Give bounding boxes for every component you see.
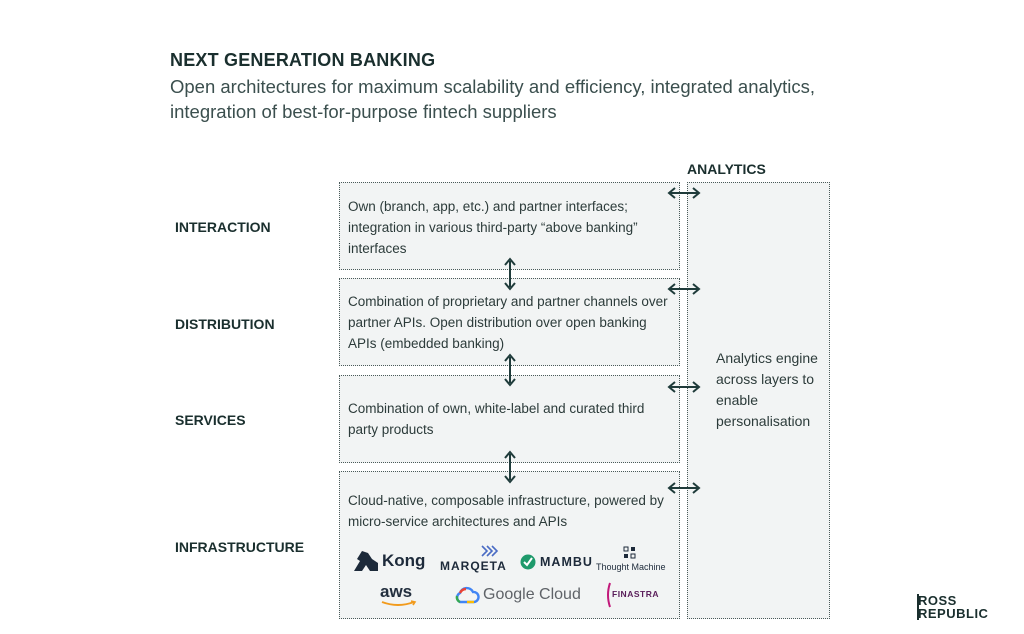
kong-icon bbox=[354, 551, 378, 571]
arrow-distribution-services-icon bbox=[504, 353, 516, 387]
arrow-services-analytics-icon bbox=[667, 381, 701, 393]
layer-label-distribution: DISTRIBUTION bbox=[175, 316, 275, 332]
aws-smile-icon bbox=[381, 600, 417, 606]
brand-line-2: REPUBLIC bbox=[918, 606, 989, 621]
thought-machine-icon bbox=[623, 546, 636, 559]
layer-label-interaction: INTERACTION bbox=[175, 219, 271, 235]
arrow-infrastructure-analytics-icon bbox=[667, 482, 701, 494]
finastra-wordmark: FINASTRA bbox=[612, 589, 659, 599]
layer-label-infrastructure: INFRASTRUCTURE bbox=[175, 539, 305, 555]
distribution-text: Combination of proprietary and partner c… bbox=[348, 294, 668, 351]
arrow-distribution-analytics-icon bbox=[667, 283, 701, 295]
page-title: NEXT GENERATION BANKING bbox=[170, 50, 436, 70]
brand-line-1: ROSS bbox=[918, 593, 957, 608]
interaction-text: Own (branch, app, etc.) and partner inte… bbox=[348, 199, 638, 256]
services-text: Combination of own, white-label and cura… bbox=[348, 401, 645, 437]
kong-wordmark: Kong bbox=[382, 551, 426, 570]
layer-label-services: SERVICES bbox=[175, 412, 246, 428]
thought-machine-wordmark: Thought Machine bbox=[596, 562, 666, 572]
analytics-box bbox=[687, 182, 830, 619]
google-cloud-wordmark: Google Cloud bbox=[483, 586, 581, 603]
arrow-interaction-analytics-icon bbox=[667, 187, 701, 199]
interaction-box: Own (branch, app, etc.) and partner inte… bbox=[339, 182, 680, 270]
marqeta-icon bbox=[481, 545, 499, 557]
finastra-icon bbox=[607, 582, 611, 608]
infrastructure-box: Cloud-native, composable infrastructure,… bbox=[339, 471, 680, 619]
marqeta-wordmark: MARQETA bbox=[440, 559, 507, 573]
arrow-services-infrastructure-icon bbox=[504, 450, 516, 484]
mambu-icon bbox=[520, 554, 536, 570]
page-subtitle: Open architectures for maximum scalabili… bbox=[170, 76, 816, 122]
brand-logo: ROSS REPUBLIC bbox=[918, 594, 988, 620]
analytics-title: ANALYTICS bbox=[687, 161, 766, 177]
arrow-interaction-distribution-icon bbox=[504, 257, 516, 291]
brand-bar bbox=[917, 594, 919, 620]
analytics-text: Analytics engine across layers to enable… bbox=[716, 350, 818, 429]
mambu-wordmark: MAMBU bbox=[540, 555, 593, 569]
infrastructure-text: Cloud-native, composable infrastructure,… bbox=[348, 493, 664, 529]
google-cloud-icon bbox=[455, 586, 480, 604]
aws-wordmark: aws bbox=[380, 582, 413, 601]
